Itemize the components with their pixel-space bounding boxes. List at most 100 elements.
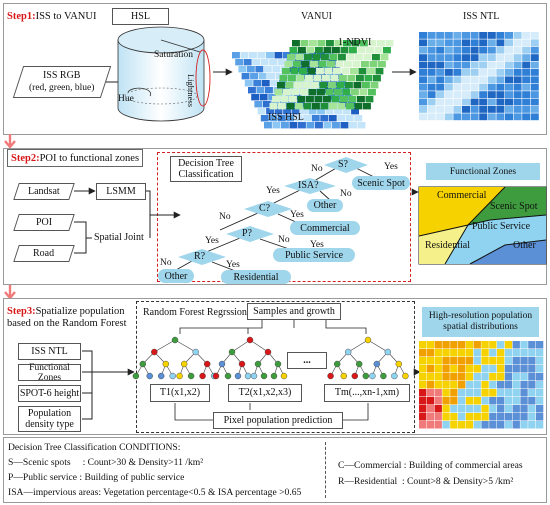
fz-commercial-label: Commercial bbox=[437, 190, 487, 201]
zone-residential-shape bbox=[419, 225, 468, 264]
input-spot6-height: SPOT-6 height bbox=[18, 385, 81, 402]
branch-p-yes-2: Yes bbox=[310, 240, 324, 250]
zone-scenic-shape bbox=[468, 187, 546, 225]
tree-2-box: T2(x1,x2,x3) bbox=[228, 384, 302, 402]
fz-residential-label: Residential bbox=[425, 240, 470, 251]
leaf-residential: Residential bbox=[221, 270, 291, 284]
ndvi-grid bbox=[269, 40, 394, 110]
node-s-shape bbox=[324, 157, 368, 173]
lsmm-connector bbox=[146, 190, 151, 215]
spatial-joint-label: Spatial Joint bbox=[94, 232, 144, 243]
step3-graphics bbox=[82, 320, 544, 429]
pixel-prediction-label: Pixel population prediction bbox=[223, 414, 333, 426]
road-connector bbox=[74, 238, 87, 254]
conditions-divider bbox=[325, 442, 326, 498]
pink-arrow-1 bbox=[4, 134, 16, 149]
input-functional-zones-label: Functional Zones bbox=[29, 362, 70, 383]
node-p-shape bbox=[226, 226, 274, 242]
tree-m-box: Tm(...,xn-1,xm) bbox=[324, 384, 410, 402]
hr-title-1: High-resolution population bbox=[428, 311, 533, 321]
iss-ntl-label: ISS NTL bbox=[463, 11, 500, 22]
step1-graphics bbox=[106, 26, 539, 129]
step2-text: POI to functional zones bbox=[39, 152, 140, 164]
hsl-header-box: HSL bbox=[112, 8, 169, 25]
fz-title-box: Functional Zones bbox=[426, 163, 540, 180]
tree-m-label: Tm(...,xn-1,xm) bbox=[334, 387, 400, 398]
dt-title: Decision Tree Classification bbox=[178, 158, 234, 180]
input-density-type: Population density type bbox=[18, 406, 81, 432]
fz-public-label: Public Service bbox=[472, 221, 531, 232]
condition-s: S—Scenic spots : Count>30 & Density>11 /… bbox=[8, 457, 204, 468]
step3-text-1: Spatialize population bbox=[35, 306, 125, 317]
conditions-panel bbox=[3, 437, 547, 503]
node-isa-shape bbox=[284, 178, 336, 194]
condition-r: R—Residential : Count>8 & Density>5 /km² bbox=[338, 476, 514, 487]
node-s-label: S? bbox=[338, 159, 348, 170]
population-map bbox=[419, 341, 544, 429]
hsl-cylinder bbox=[117, 26, 211, 122]
dt-title-box: Decision Tree Classification bbox=[170, 156, 242, 182]
ellipsis-label: ... bbox=[303, 354, 311, 366]
iss-ntl-grid bbox=[419, 32, 539, 121]
leaf-commercial: Commercial bbox=[290, 221, 360, 235]
branch-c-no: No bbox=[219, 212, 231, 222]
node-p-label: P? bbox=[242, 228, 252, 239]
lsmm-box: LSMM bbox=[96, 183, 146, 200]
rf-trees bbox=[132, 336, 409, 380]
leaf-public-service: Public Service bbox=[273, 248, 355, 262]
hr-title-box: High-resolution population spatial distr… bbox=[422, 307, 539, 337]
vanui-label: VANUI bbox=[301, 11, 332, 22]
fz-other-label: Other bbox=[513, 240, 536, 251]
condition-p: P—Public service : Building of public se… bbox=[8, 472, 185, 483]
branch-c-yes: Yes bbox=[290, 210, 304, 220]
lsmm-label: LSMM bbox=[106, 185, 136, 197]
step2-label: Step2: bbox=[11, 152, 40, 164]
branch-r-yes: Yes bbox=[226, 260, 240, 270]
inputs-bracket bbox=[82, 350, 93, 420]
step1-text: ISS to VANUI bbox=[35, 10, 97, 22]
branch-isa-yes: Yes bbox=[266, 186, 280, 196]
node-isa-label: ISA? bbox=[298, 180, 319, 191]
ellipsis-box: ... bbox=[287, 352, 327, 369]
tree-2-label: T2(x1,x2,x3) bbox=[238, 387, 292, 398]
input-density-type-label: Population density type bbox=[25, 408, 74, 430]
zone-other-shape bbox=[470, 240, 546, 264]
rf-dashdot-box bbox=[136, 301, 415, 433]
hsl-header-label: HSL bbox=[131, 10, 150, 22]
tree-1-box: T1(x1,x2) bbox=[150, 384, 210, 402]
leaf-other-1: Other bbox=[307, 199, 343, 212]
condition-isa: ISA—impervious areas: Vegetation percent… bbox=[8, 487, 302, 498]
input-iss-ntl: ISS NTL bbox=[18, 343, 81, 360]
leaf-scenic-spot: Scenic Spot bbox=[352, 176, 410, 190]
iss-hsl-label: ISS HSL bbox=[268, 112, 304, 123]
pixel-prediction-box: Pixel population prediction bbox=[213, 412, 343, 429]
branch-p-no: No bbox=[278, 235, 290, 245]
step1-title: Step1: ISS to VANUI bbox=[7, 9, 96, 23]
fz-title: Functional Zones bbox=[449, 166, 517, 177]
step1-label: Step1: bbox=[7, 10, 36, 22]
branch-r-no: No bbox=[160, 258, 172, 268]
dt-edges bbox=[175, 166, 377, 273]
node-r-label: R? bbox=[194, 251, 206, 262]
step3-title: Step3:Spatialize population based on the… bbox=[7, 306, 127, 330]
branch-p-yes: Yes bbox=[205, 236, 219, 246]
dt-diamonds bbox=[178, 157, 368, 265]
fz-scenic-label: Scenic Spot bbox=[490, 201, 538, 212]
ndvi-label: 1-NDVI bbox=[338, 37, 372, 48]
branch-s-no: No bbox=[311, 164, 323, 174]
conditions-title: Decision Tree Classification CONDITIONS: bbox=[8, 442, 181, 453]
condition-c: C—Commercial : Building of commercial ar… bbox=[338, 460, 523, 471]
samples-box: Samples and growth bbox=[247, 303, 341, 320]
step2-title: Step2: POI to functional zones bbox=[7, 149, 144, 167]
node-c-shape bbox=[244, 201, 292, 217]
poi-connector bbox=[74, 221, 92, 239]
saturation-label: Saturation bbox=[154, 50, 194, 60]
zone-public-shape bbox=[445, 215, 546, 264]
input-spot6-height-label: SPOT-6 height bbox=[19, 387, 80, 399]
rf-title: Random Forest Regrssion bbox=[143, 307, 247, 318]
zone-commercial-shape bbox=[419, 187, 505, 236]
tree-1-label: T1(x1,x2) bbox=[159, 387, 201, 398]
fz-map bbox=[418, 186, 547, 265]
step3-text-2: based on the Random Forest bbox=[7, 318, 127, 329]
